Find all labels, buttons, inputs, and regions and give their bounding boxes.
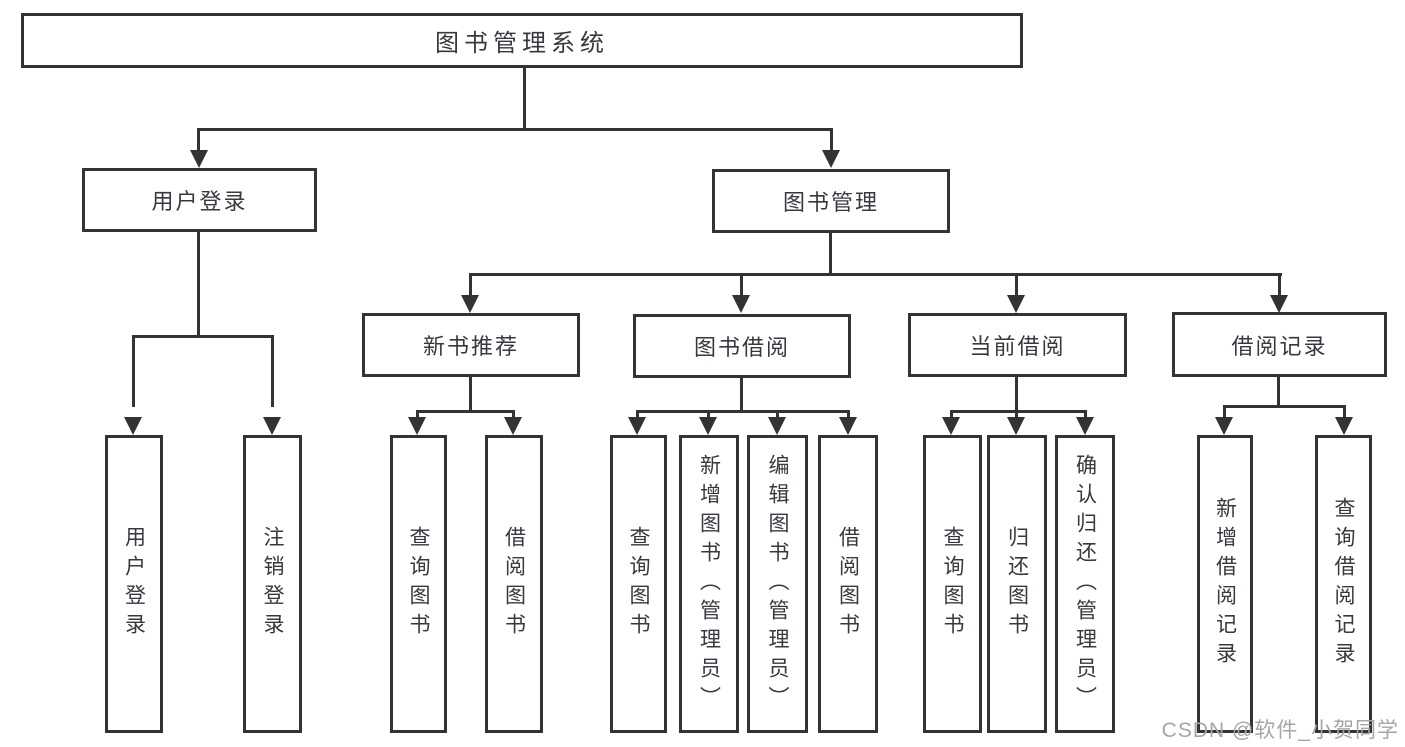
arrow-down-icon [1270,295,1288,313]
node-leaf-logout: 注销登录 [243,435,302,733]
arrow-down-icon [1076,417,1094,435]
node-leaf-query-book-2: 查询图书 [610,435,667,733]
connector-root-stem [523,68,526,131]
node-new-book-rec-label: 新书推荐 [422,334,519,359]
node-borrow-records: 借阅记录 [1172,312,1387,377]
node-leaf-query-record: 查询借阅记录 [1315,435,1372,733]
connector-drop-new-book-rec [469,273,472,301]
node-book-mgmt: 图书管理 [712,169,950,233]
connector-drop-book-mgmt [830,128,833,158]
node-leaf-confirm-return-label: 确认归还（管理员） [1073,453,1097,715]
node-leaf-borrow-book-1: 借阅图书 [485,435,543,733]
arrow-down-icon [263,417,281,435]
node-book-borrow: 图书借阅 [633,314,851,378]
arrow-down-icon [1335,417,1353,435]
arrow-down-icon [839,417,857,435]
connector-drop [1343,405,1346,421]
node-leaf-query-book-1: 查询图书 [390,435,447,733]
connector-drop [707,410,710,422]
connector-level2-rail [469,273,1282,276]
connector-book-borrow-rail [636,410,850,413]
node-leaf-edit-book-label: 编辑图书（管理员） [766,453,790,715]
arrow-down-icon [699,417,717,435]
connector-drop [416,410,419,422]
node-leaf-query-book-2-label: 查询图书 [627,526,651,642]
connector-new-book-rec-stem [469,377,472,413]
arrow-down-icon [768,417,786,435]
connector-drop [1223,405,1226,421]
connector-new-book-rec-rail [416,410,515,413]
connector-drop-leaf-logout [271,335,274,407]
node-borrow-records-label: 借阅记录 [1231,333,1328,359]
node-leaf-query-book-1-label: 查询图书 [407,526,431,642]
node-leaf-query-book-3: 查询图书 [923,435,982,733]
connector-drop-user-login [197,128,200,158]
node-user-login: 用户登录 [82,168,317,232]
connector-drop [847,410,850,422]
node-leaf-add-record-label: 新增借阅记录 [1213,497,1237,671]
arrow-down-icon [190,150,208,168]
node-leaf-confirm-return: 确认归还（管理员） [1055,435,1115,733]
node-leaf-borrow-book-2: 借阅图书 [818,435,878,733]
node-leaf-add-book: 新增图书（管理员） [679,435,739,733]
arrow-down-icon [1007,417,1025,435]
connector-drop [636,410,639,422]
connector-book-borrow-stem [740,378,743,413]
connector-book-mgmt-stem [829,233,832,276]
connector-drop [950,410,953,422]
node-book-mgmt-label: 图书管理 [782,190,879,215]
connector-borrow-records-rail [1223,405,1346,408]
connector-drop [1084,410,1087,422]
connector-drop [776,410,779,422]
arrow-down-icon [628,417,646,435]
node-leaf-user-login: 用户登录 [105,435,163,733]
arrow-down-icon [1215,417,1233,435]
node-leaf-borrow-book-2-label: 借阅图书 [836,526,860,642]
connector-borrow-records-stem [1277,377,1280,408]
node-current-borrow-label: 当前借阅 [969,334,1066,359]
connector-drop-current-borrow [1015,273,1018,301]
arrow-down-icon [1007,295,1025,313]
connector-level1-rail [197,128,833,131]
node-leaf-user-login-label: 用户登录 [122,526,146,642]
arrow-down-icon [504,417,522,435]
node-leaf-logout-label: 注销登录 [261,526,285,642]
node-leaf-return-book-label: 归还图书 [1005,526,1029,642]
node-user-login-label: 用户登录 [151,189,248,214]
connector-drop [512,410,515,422]
node-book-borrow-label: 图书借阅 [693,335,790,360]
node-leaf-query-book-3-label: 查询图书 [941,526,965,642]
connector-drop-leaf-user-login [132,335,135,407]
connector-current-borrow-rail [950,410,1087,413]
connector-drop [1015,410,1018,422]
arrow-down-icon [124,417,142,435]
arrow-down-icon [822,150,840,168]
node-leaf-borrow-book-1-label: 借阅图书 [502,526,526,642]
arrow-down-icon [942,417,960,435]
node-root-label: 图书管理系统 [435,30,609,57]
connector-current-borrow-stem [1015,377,1018,413]
watermark: CSDN @软件_小贺同学 [1161,719,1399,742]
arrow-down-icon [732,295,750,313]
node-leaf-add-record: 新增借阅记录 [1197,435,1253,733]
connector-drop-borrow-records [1278,273,1281,301]
arrow-down-icon [461,295,479,313]
node-leaf-add-book-label: 新增图书（管理员） [697,453,721,715]
connector-drop-book-borrow [740,273,743,301]
arrow-down-icon [408,417,426,435]
node-leaf-query-record-label: 查询借阅记录 [1332,497,1356,671]
connector-user-login-stem [197,232,200,338]
node-current-borrow: 当前借阅 [908,313,1127,377]
node-new-book-rec: 新书推荐 [362,313,580,377]
node-leaf-return-book: 归还图书 [987,435,1047,733]
node-leaf-edit-book: 编辑图书（管理员） [747,435,808,733]
node-root: 图书管理系统 [21,13,1023,68]
connector-user-login-rail [132,335,274,338]
